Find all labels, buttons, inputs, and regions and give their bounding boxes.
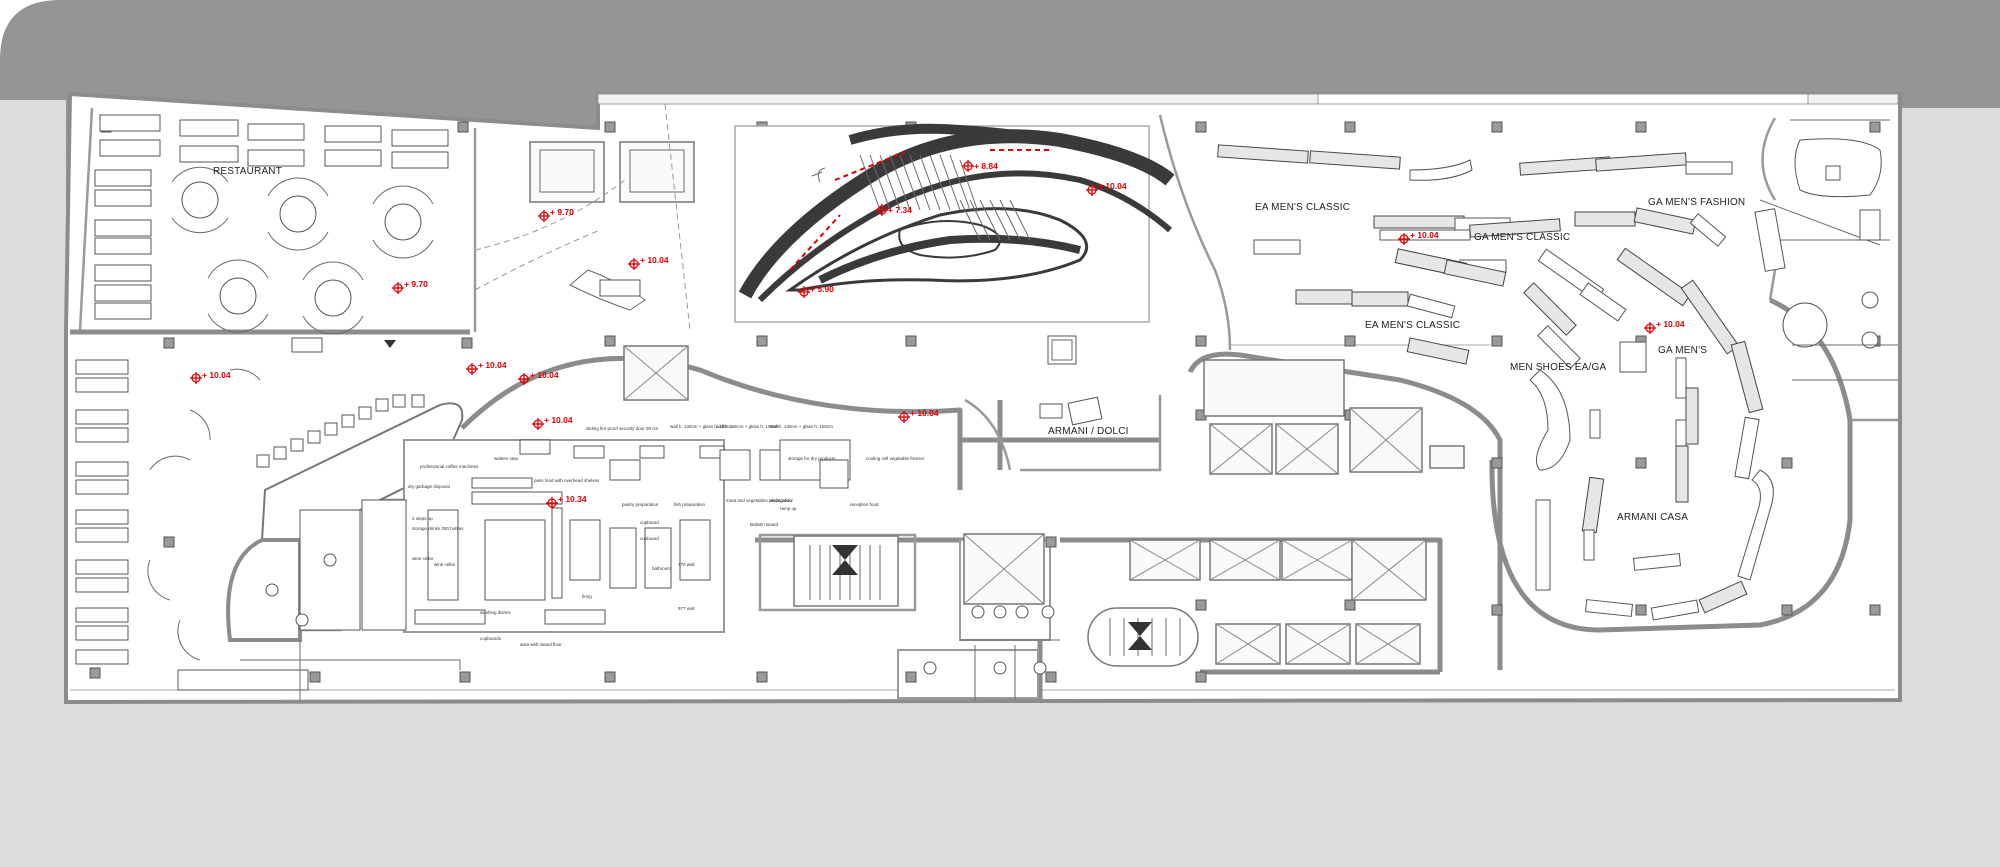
svg-text:+ 10.04: + 10.04 [1410, 230, 1439, 240]
svg-text:cooling cell vegetable freezer: cooling cell vegetable freezer [866, 456, 925, 461]
svg-text:firing: firing [582, 594, 592, 599]
room-label-ga-mens-classic: GA MEN'S CLASSIC [1474, 232, 1570, 243]
svg-text:bathroom: bathroom [652, 566, 671, 571]
restaurant-tables [94, 114, 449, 335]
kitchen-fixtures [414, 439, 851, 625]
svg-text:waiters step: waiters step [494, 456, 519, 461]
restroom-fixtures [923, 605, 1060, 700]
svg-text:770 wall: 770 wall [678, 562, 695, 567]
room-label-armani-dolci: ARMANI / DOLCI [1048, 426, 1129, 437]
svg-text:+ 10.04: + 10.04 [640, 255, 669, 265]
svg-text:+ 10.34: + 10.34 [558, 494, 587, 504]
svg-text:wine cellar: wine cellar [412, 556, 434, 561]
level-marker: + 10.04 [898, 408, 939, 423]
svg-text:pass food with overhead shelve: pass food with overhead shelves [534, 478, 600, 483]
right-edge-rooms [1754, 119, 1898, 381]
svg-text:wall h. 130cm + glass h. 100cm: wall h. 130cm + glass h. 100cm [716, 424, 779, 429]
sculpted-staircase [738, 123, 1175, 303]
svg-text:977 wall: 977 wall [678, 606, 695, 611]
svg-text:professional coffee machines: professional coffee machines [420, 464, 479, 469]
entrance-gate [291, 337, 323, 353]
retail-racks [1217, 144, 1774, 621]
wall-stair-core [758, 533, 917, 612]
svg-text:reception food: reception food [850, 502, 879, 507]
svg-text:storage for dry products: storage for dry products [788, 456, 836, 461]
svg-text:+ 9.70: + 9.70 [550, 207, 574, 217]
level-marker: + 10.04 [1086, 181, 1127, 196]
dining-tables-left [75, 359, 309, 691]
svg-text:+ 10.04: + 10.04 [544, 415, 573, 425]
svg-text:2 steps up: 2 steps up [412, 516, 433, 521]
svg-text:+ 10.04: + 10.04 [1098, 181, 1127, 191]
level-marker: + 10.04 [190, 370, 231, 384]
svg-text:fish preparation: fish preparation [674, 502, 706, 507]
svg-text:cupboards: cupboards [480, 636, 502, 641]
svg-text:meat and vegetables preparatio: meat and vegetables preparation [726, 498, 792, 503]
entrance-lobby [474, 103, 695, 331]
svg-text:+ 9.70: + 9.70 [404, 279, 428, 289]
service-cores [623, 345, 1465, 665]
level-marker: + 10.34 [546, 494, 587, 509]
facade-strip-top-right [1317, 93, 1809, 105]
entrance-arrow-icon [384, 340, 396, 348]
svg-text:+ 10.04: + 10.04 [202, 370, 231, 380]
toilet-block-1 [897, 649, 1039, 699]
svg-text:+ 8.84: + 8.84 [974, 161, 998, 171]
wall-casa-curve [1489, 297, 1853, 633]
facade-strip-top [597, 93, 1899, 105]
svg-text:washing dishes: washing dishes [480, 610, 512, 615]
svg-text:Bulletin Board: Bulletin Board [750, 522, 779, 527]
stair-cores [793, 535, 1199, 667]
room-label-ga-mens-fashion: GA MEN'S FASHION [1648, 197, 1745, 208]
level-marker: + 9.70 [538, 207, 574, 222]
level-marker: + 9.70 [392, 279, 428, 294]
svg-text:storage drinks 250 bottles: storage drinks 250 bottles [412, 526, 464, 531]
level-marker: + 10.04 [518, 370, 559, 385]
svg-text:+ 10.04: + 10.04 [910, 408, 939, 418]
svg-text:sliding door: sliding door [770, 498, 794, 503]
svg-text:area with raised floor: area with raised floor [520, 642, 562, 647]
level-marker: + 5.90 [798, 284, 834, 298]
level-marker: + 10.04 [1644, 319, 1685, 334]
svg-text:+ 10.04: + 10.04 [478, 360, 507, 370]
svg-text:sliding fire proof security do: sliding fire proof security door 90 cm [586, 426, 659, 431]
svg-text:+ 5.90: + 5.90 [810, 284, 834, 294]
svg-text:ramp up: ramp up [780, 506, 797, 511]
armani-dolci-area [964, 335, 1162, 472]
level-marker: + 7.34 [876, 204, 912, 216]
room-label-ga-mens: GA MEN'S [1658, 345, 1707, 356]
level-marker: + 10.04 [532, 415, 573, 430]
facade-line-left [78, 107, 94, 331]
kitchen-notes: sliding fire proof security door 90 cm w… [408, 424, 925, 647]
restroom-left [240, 499, 461, 700]
kitchen-curve-plinth [226, 538, 302, 642]
svg-text:wine cellar: wine cellar [434, 562, 456, 567]
room-label-ea-mens-classic-1: EA MEN'S CLASSIC [1255, 202, 1350, 213]
bar-stools [256, 394, 425, 468]
level-marker: + 8.84 [962, 160, 998, 172]
level-marker: + 10.04 [466, 360, 507, 375]
sidewalk-area [0, 700, 2000, 867]
svg-text:dry garbage disposal: dry garbage disposal [408, 484, 450, 489]
svg-text:cupboard: cupboard [640, 520, 659, 525]
wall-core-block [1187, 351, 1503, 670]
svg-text:wall h. 130cm + glass h. 100cm: wall h. 130cm + glass h. 100cm [770, 424, 833, 429]
svg-text:cupboard: cupboard [640, 536, 659, 541]
svg-text:wall h. 130cm + glass h. 100cm: wall h. 130cm + glass h. 100cm [670, 424, 733, 429]
sidewalk-right [1900, 108, 2000, 708]
level-marker: + 10.04 [1398, 230, 1439, 245]
room-label-armani-casa: ARMANI CASA [1617, 512, 1688, 523]
left-margin [0, 100, 66, 700]
street-curve-corner [0, 0, 60, 60]
room-label-men-shoes: MEN SHOES EA/GA [1510, 362, 1606, 373]
svg-text:+ 10.04: + 10.04 [1656, 319, 1685, 329]
room-label-restaurant: RESTAURANT [213, 166, 282, 177]
svg-text:+ 10.04: + 10.04 [530, 370, 559, 380]
level-marker: + 10.04 [628, 255, 669, 270]
svg-text:pastry preparation: pastry preparation [622, 502, 659, 507]
room-label-ea-mens-classic-2: EA MEN'S CLASSIC [1365, 320, 1460, 331]
wall-atrium-curve [1158, 114, 1232, 351]
svg-text:+ 7.34: + 7.34 [888, 205, 912, 215]
